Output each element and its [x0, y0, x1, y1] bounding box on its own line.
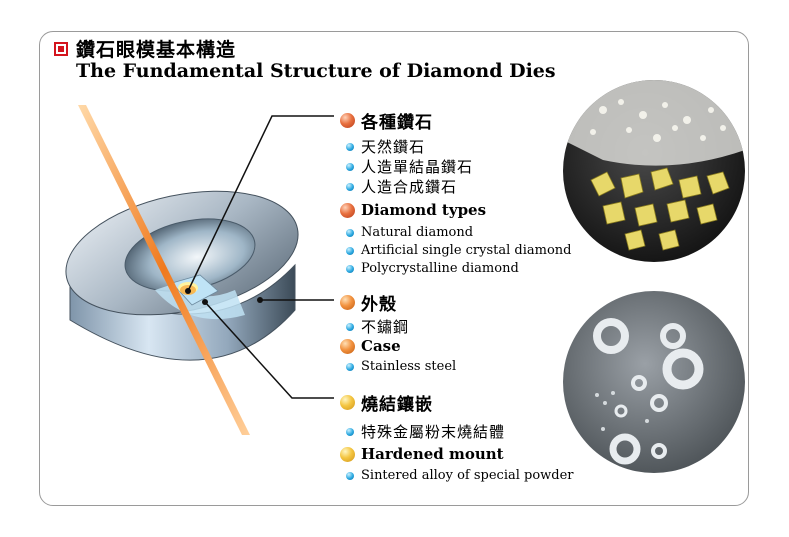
- blue-dot-bullet-icon: [346, 362, 354, 371]
- list-item: Polycrystalline diamond: [346, 261, 519, 276]
- title-english: The Fundamental Structure of Diamond Die…: [76, 60, 556, 82]
- item-text: Natural diamond: [361, 225, 474, 240]
- blue-dot-bullet-icon: [346, 322, 354, 331]
- title-chinese: 鑽石眼模基本構造: [76, 39, 237, 61]
- item-text: Sintered alloy of special powder: [361, 468, 574, 483]
- diamond-die-illustration: [65, 105, 299, 435]
- item-text: 不鏽鋼: [361, 318, 410, 336]
- blue-dot-bullet-icon: [346, 228, 354, 237]
- mount-heading-en: Hardened mount: [340, 445, 504, 463]
- list-item: 不鏽鋼: [346, 316, 409, 337]
- blue-dot-bullet-icon: [346, 182, 354, 191]
- ball-bullet-icon: [340, 395, 355, 410]
- blue-dot-bullet-icon: [346, 162, 354, 171]
- item-text: 人造單結晶鑽石: [361, 158, 474, 176]
- ball-bullet-icon: [340, 113, 355, 128]
- heading-text: 燒結鑲嵌: [361, 395, 433, 415]
- heading-text: 外殼: [361, 295, 397, 315]
- diamond-crystals-photo: [563, 80, 745, 262]
- heading-text: Hardened mount: [361, 445, 504, 463]
- item-text: 天然鑽石: [361, 138, 426, 156]
- list-item: Sintered alloy of special powder: [346, 468, 574, 483]
- list-item: Artificial single crystal diamond: [346, 243, 572, 258]
- ball-bullet-icon: [340, 446, 355, 462]
- item-text: Artificial single crystal diamond: [361, 243, 572, 258]
- ball-bullet-icon: [340, 338, 355, 354]
- ball-bullet-icon: [340, 202, 355, 218]
- list-item: Stainless steel: [346, 359, 456, 374]
- item-text: 人造合成鑽石: [361, 178, 458, 196]
- mount-heading-zh: 燒結鑲嵌: [340, 390, 433, 415]
- blue-dot-bullet-icon: [346, 264, 354, 273]
- heading-text: Case: [361, 337, 401, 355]
- case-heading-en: Case: [340, 337, 401, 355]
- heading-text: 各種鑽石: [361, 113, 433, 133]
- item-text: 特殊金屬粉末燒結體: [361, 423, 506, 441]
- ball-bullet-icon: [340, 295, 355, 310]
- heading-text: Diamond types: [361, 201, 487, 219]
- list-item: 特殊金屬粉末燒結體: [346, 421, 505, 442]
- blue-dot-bullet-icon: [346, 427, 354, 436]
- item-text: Stainless steel: [361, 359, 457, 374]
- blue-dot-bullet-icon: [346, 142, 354, 151]
- list-item: 人造單結晶鑽石: [346, 156, 473, 177]
- diamond-types-heading-en: Diamond types: [340, 201, 486, 219]
- case-heading-zh: 外殼: [340, 290, 397, 315]
- blue-dot-bullet-icon: [346, 471, 354, 480]
- diamond-types-heading-zh: 各種鑽石: [340, 108, 433, 133]
- blue-dot-bullet-icon: [346, 246, 354, 255]
- item-text: Polycrystalline diamond: [361, 261, 519, 276]
- list-item: 人造合成鑽石: [346, 176, 457, 197]
- die-rings-photo: [563, 291, 745, 473]
- list-item: 天然鑽石: [346, 136, 425, 157]
- list-item: Natural diamond: [346, 225, 473, 240]
- red-square-bullet-icon: [54, 42, 68, 56]
